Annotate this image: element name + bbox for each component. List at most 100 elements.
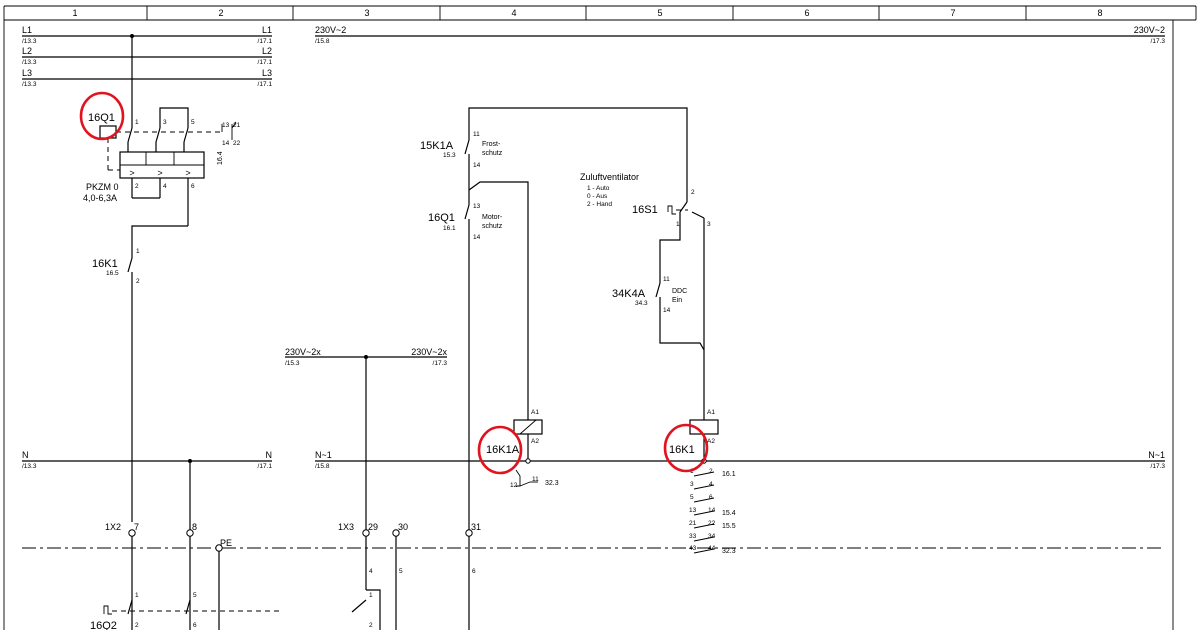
terminal-label-pe: PE — [220, 538, 232, 548]
breaker-terminal: 4 — [163, 183, 167, 190]
contactor-coil-16k1: A1 A2 16K1 — [669, 409, 719, 464]
svg-text:44: 44 — [708, 545, 716, 552]
motorschutz-contact: 13 14 16Q1 16.1 Motor- schutz — [428, 203, 503, 530]
contact-terminal: 11 — [663, 276, 670, 283]
svg-text:16.1: 16.1 — [722, 471, 736, 478]
wire-number: 6 — [472, 568, 476, 575]
main-contactor-contact: 1 2 16K1 16.5 — [92, 248, 140, 522]
aux-terminal: 21 — [233, 122, 241, 129]
motorschutz-ref: 16.1 — [443, 225, 456, 232]
contact-terminal: 14 — [663, 307, 671, 314]
trip-unit-icon: > — [157, 168, 162, 178]
svg-text:32.3: 32.3 — [722, 548, 736, 555]
svg-text:21: 21 — [689, 520, 697, 527]
bottom-breaker-tag: 16Q2 — [90, 620, 117, 630]
control-rail: 230V~2 /15.8 230V~2 /17.3 — [315, 25, 1165, 45]
contact-row: 5 6 — [690, 494, 715, 503]
svg-text:1: 1 — [690, 468, 694, 475]
switch-terminal: 2 — [691, 189, 695, 196]
contact-terminal: 2 — [136, 278, 140, 285]
coil-terminal: A1 — [531, 409, 539, 416]
aux-terminal: 22 — [233, 140, 241, 147]
coil-terminal: A2 — [531, 438, 539, 445]
terminal-label: 31 — [471, 522, 481, 532]
frost-ref: 15.3 — [443, 152, 456, 159]
contactor-tag: 16K1 — [92, 258, 118, 270]
rail-label-l2-right: L2 — [262, 46, 272, 56]
motorschutz-label: Motor- — [482, 214, 503, 221]
breaker-terminal: 6 — [193, 622, 197, 629]
column-label: 4 — [511, 8, 516, 18]
svg-text:3: 3 — [690, 481, 694, 488]
breaker-model: PKZM 0 — [86, 182, 119, 192]
contact-mirror-list: 1 2 16.1 3 4 5 6 13 14 15.4 21 22 15.5 — [689, 468, 736, 555]
rail-label-l3-right: L3 — [262, 68, 272, 78]
contact-terminal: 14 — [473, 234, 481, 241]
ddc-ref: 34.3 — [635, 300, 648, 307]
rail-ref: /17.1 — [258, 38, 273, 45]
svg-text:5: 5 — [690, 494, 694, 501]
rail-ref: /17.1 — [258, 463, 273, 470]
contact-row: 13 14 15.4 — [689, 507, 736, 517]
contact-row: 3 4 — [690, 481, 715, 490]
wire-number: 1 — [135, 592, 139, 599]
control-rail-2x: 230V~2x /15.3 230V~2x /17.3 — [285, 347, 447, 532]
rail-ref: /13.3 — [22, 59, 37, 66]
rail-label-n: N — [22, 450, 29, 460]
breaker-tag: 16Q1 — [88, 112, 115, 124]
wire-number: 5 — [193, 592, 197, 599]
svg-text:34: 34 — [708, 533, 716, 540]
svg-text:15.5: 15.5 — [722, 523, 736, 530]
rail-ref: /13.3 — [22, 463, 37, 470]
column-label: 7 — [950, 8, 955, 18]
coil-b-tag: 16K1 — [669, 444, 695, 456]
fan-selector-switch: Zuluftventilator 1 - Auto 0 - Aus 2 - Ha… — [580, 172, 711, 410]
svg-text:13: 13 — [689, 507, 697, 514]
rail-label-l2: L2 — [22, 46, 32, 56]
coil-a-ref: 32.3 — [545, 480, 559, 487]
frost-label: schutz — [482, 150, 503, 157]
ddc-label: DDC — [672, 288, 687, 295]
column-label: 3 — [364, 8, 369, 18]
breaker-terminal: 5 — [191, 119, 195, 126]
contact-row: 1 2 16.1 — [690, 468, 736, 478]
svg-text:33: 33 — [689, 533, 697, 540]
switch-terminal: 2 — [369, 622, 373, 629]
control-loop — [468, 107, 688, 182]
highlight-circle — [79, 91, 125, 141]
bottom-breaker-16q2: 1 2 2 6 16Q2 — [90, 589, 381, 630]
fan-title: Zuluftventilator — [580, 172, 639, 182]
column-label: 8 — [1097, 8, 1102, 18]
wire-number: 4 — [369, 568, 373, 575]
coil-terminal: A2 — [707, 438, 715, 445]
contact-terminal: 13 — [473, 203, 481, 210]
rail-label-230v-right: 230V~2 — [1134, 25, 1165, 35]
rail-ref: /15.8 — [315, 463, 330, 470]
breaker-terminal: 2 — [135, 183, 139, 190]
breaker-terminal: 2 — [135, 622, 139, 629]
contact-row: 33 34 — [689, 533, 716, 542]
rail-label-230v2x: 230V~2x — [285, 347, 321, 357]
svg-text:14: 14 — [708, 507, 716, 514]
wire-number: 5 — [399, 568, 403, 575]
rail-ref: /15.3 — [285, 360, 300, 367]
breaker-range: 4,0-6,3A — [83, 193, 117, 203]
neutral-rail-right: N~1 /15.8 N~1 /17.3 — [315, 450, 1165, 470]
rail-label-l3: L3 — [22, 68, 32, 78]
relay-coil-16k1a: A1 A2 16K1A 12 11 32.3 — [486, 409, 559, 489]
contact-terminal: 1 — [136, 248, 140, 255]
motorschutz-label: schutz — [482, 223, 503, 230]
aux-terminal: 13 — [222, 122, 230, 129]
terminal-label: 8 — [192, 522, 197, 532]
svg-text:6: 6 — [709, 494, 713, 501]
breaker-terminal: 1 — [135, 119, 139, 126]
contact-terminal: 14 — [473, 162, 481, 169]
svg-text:15.4: 15.4 — [722, 510, 736, 517]
frost-label: Frost- — [482, 141, 501, 148]
rail-label-l1: L1 — [22, 25, 32, 35]
rail-ref: /17.3 — [1151, 463, 1166, 470]
rail-ref: /17.1 — [258, 81, 273, 88]
switch-terminal: 1 — [676, 221, 680, 228]
terminal-label: 7 — [134, 522, 139, 532]
